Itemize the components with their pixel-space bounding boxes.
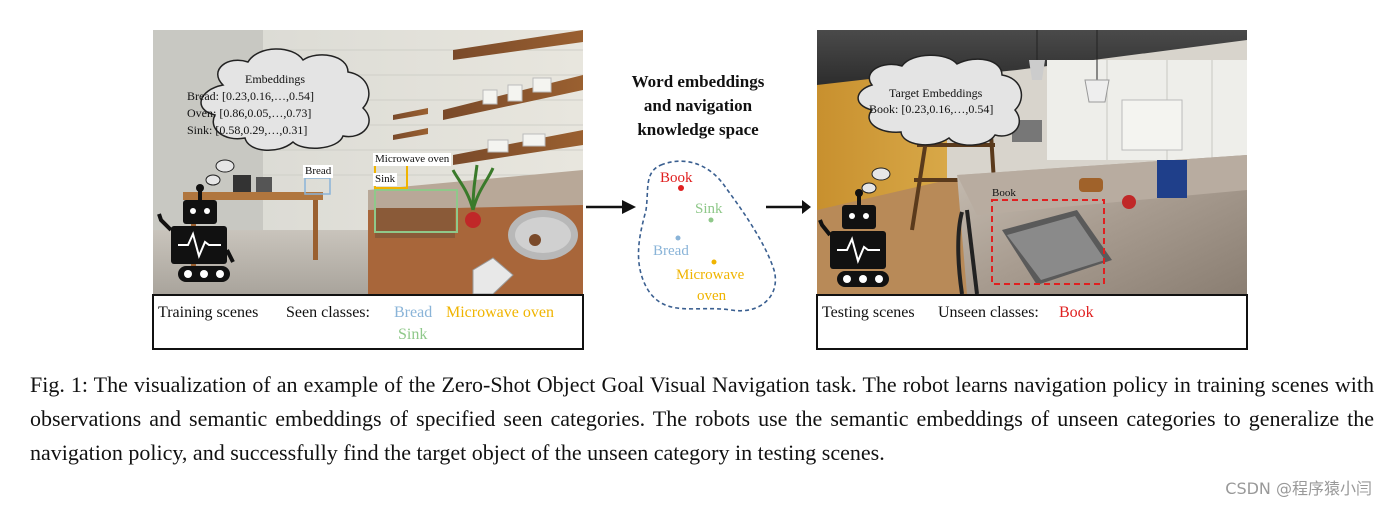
microwave-point: [711, 259, 717, 265]
figure-caption: Fig. 1: The visualization of an example …: [30, 372, 1374, 465]
training-caption-box: Training scenes Seen classes: Bread Micr…: [152, 294, 584, 350]
book-label: Book: [992, 187, 1016, 199]
target-embeddings-title: Target Embeddings: [889, 86, 983, 100]
watermark: CSDN @程序猿小闫: [1225, 479, 1372, 498]
arrow-left-head: [622, 200, 636, 214]
book-point-label: Book: [660, 170, 693, 186]
training-scene-image: Embeddings Bread: [0.23,0.16,…,0.54] Ove…: [153, 30, 583, 294]
sink-point-label: Sink: [695, 201, 723, 217]
arrow-right-head: [802, 200, 811, 214]
bread-label: Bread: [303, 165, 334, 178]
embeddings-cloud-title: Embeddings: [245, 72, 305, 86]
target-embeddings-line: Book: [0.23,0.16,…,0.54]: [869, 102, 994, 116]
knowledge-space-title-line: Word embeddings: [631, 72, 765, 91]
knowledge-space-title-line: knowledge space: [637, 120, 759, 139]
bread-point-label: Bread: [653, 243, 689, 259]
microwave-label: Microwave oven: [373, 153, 452, 166]
microwave-point-label: Microwave: [676, 267, 745, 283]
seen-classes-label: Seen classes:: [286, 304, 370, 321]
seen-class-sink: Sink: [398, 326, 428, 343]
sink-point: [708, 217, 714, 223]
testing-scene-image: Target Embeddings Book: [0.23,0.16,…,0.5…: [817, 30, 1247, 294]
seen-class-bread: Bread: [394, 304, 433, 321]
embeddings-cloud-line: Oven: [0.86,0.05,…,0.73]: [187, 106, 312, 120]
knowledge-space-title: Word embeddings and navigation knowledge…: [598, 70, 798, 142]
microwave-point-label-2: oven: [697, 288, 727, 304]
testing-caption-box: Testing scenes Unseen classes: Book: [816, 294, 1248, 350]
embeddings-cloud-line: Sink: [0.58,0.29,…,0.31]: [187, 123, 308, 137]
knowledge-space-title-line: and navigation: [643, 96, 753, 115]
bread-point: [675, 235, 681, 241]
training-scenes-label: Training scenes: [158, 304, 259, 321]
testing-scenes-label: Testing scenes: [822, 304, 915, 321]
embeddings-cloud-line: Bread: [0.23,0.16,…,0.54]: [187, 89, 314, 103]
unseen-classes-label: Unseen classes:: [938, 304, 1039, 321]
seen-class-microwave: Microwave oven: [446, 304, 554, 321]
unseen-class-book: Book: [1059, 304, 1094, 321]
sink-label: Sink: [373, 173, 398, 186]
book-point: [678, 185, 684, 191]
knowledge-space-outline: [637, 160, 777, 312]
knowledge-space-diagram: [586, 160, 811, 312]
